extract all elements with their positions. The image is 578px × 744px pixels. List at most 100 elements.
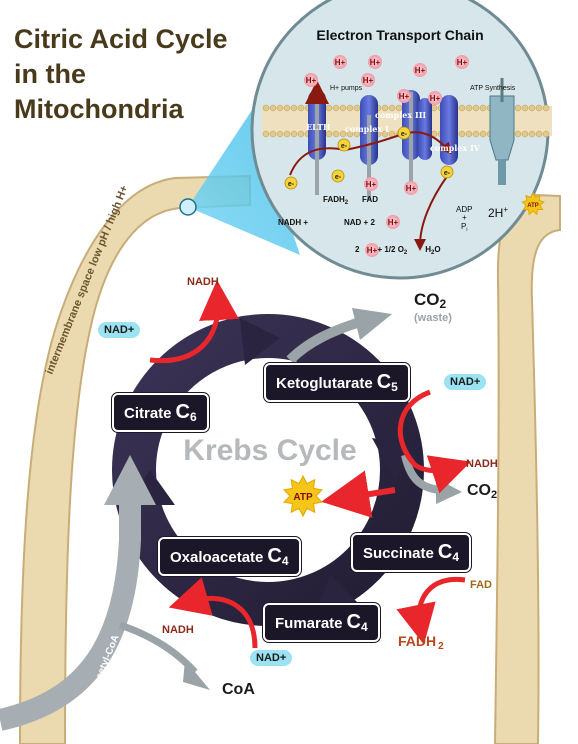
lipid-head [333,105,339,111]
svg-text:H+: H+ [306,76,317,85]
complex4-label: complex IV [430,143,481,153]
svg-text:e-: e- [444,170,451,177]
lipid-head [284,105,290,111]
fad-label: FAD [470,579,492,591]
svg-text:H+: H+ [335,58,346,67]
adp-plus: + [462,213,467,222]
lipid-head [340,105,346,111]
h-plus-ion: H+ [386,215,400,229]
title-line2: in the [14,61,86,88]
lipid-head [284,131,290,137]
lipid-head [326,105,332,111]
svg-text:H+: H+ [367,246,378,255]
lipid-head [459,105,465,111]
co2-right-label: CO2 [467,482,497,501]
lipid-head [515,105,521,111]
lipid-head [529,105,535,111]
lipid-head [543,131,549,137]
succinate-carbon: C4 [438,541,459,563]
nadh-eq-right: NAD + 2 [344,218,375,227]
zoom-point [180,199,196,215]
ketoglutarate-name: Ketoglutarate [276,375,373,392]
citrate-carbon: C6 [176,401,197,423]
lipid-head [347,105,353,111]
ketoglutarate-box: KetoglutarateC5 [264,363,410,402]
atp-synthase-stalk [498,160,506,185]
lipid-head [291,105,297,111]
lipid-head [529,131,535,137]
svg-text:e-: e- [401,131,408,138]
etfh-label: ELTH [306,122,331,132]
nadh-right-label: NADH [466,458,498,470]
coa-label: CoA [222,681,255,699]
ketoglutarate-carbon: C5 [377,371,398,393]
lipid-head [459,131,465,137]
h-plus-ion: H+ [364,177,378,191]
h-plus-ion: H+ [361,73,375,87]
h-pumps-label: H+ pumps [330,85,363,92]
svg-text:e-: e- [341,143,348,150]
lipid-head [473,131,479,137]
fumarate-name: Fumarate [275,615,343,632]
svg-text:e-: e- [288,181,295,188]
h-plus-ion: H+ [455,55,469,69]
lipid-head [543,105,549,111]
electron: e- [398,127,410,139]
nad-right-pill: NAD+ [444,374,486,390]
lipid-head [536,131,542,137]
lipid-head [270,105,276,111]
fumarate-box: FumarateC4 [263,603,380,642]
atp-label: ATP [293,492,313,503]
etc-atp-label: ATP [527,203,539,209]
svg-text:H+: H+ [370,58,381,67]
lipid-head [277,131,283,137]
nad-bottom-pill: NAD+ [250,650,292,666]
electron: e- [285,177,297,189]
oxaloacetate-name: Oxaloacetate [170,549,263,566]
lipid-head [298,105,304,111]
co2-right-arrowhead [436,478,462,504]
svg-text:e-: e- [335,174,342,181]
fad-red-arrow [419,579,465,625]
lipid-head [354,105,360,111]
lipid-head [480,131,486,137]
h-plus-ion: H+ [428,91,442,105]
svg-text:H+: H+ [366,180,377,189]
lipid-head [333,131,339,137]
svg-text:H+: H+ [399,92,410,101]
krebs-cycle-label: Krebs Cycle [183,434,356,467]
title-line3: Mitochondria [14,96,184,123]
co2-top-label: CO2 [414,290,446,311]
nadh-eq-left: NADH + [278,218,308,227]
electron: e- [332,170,344,182]
fumarate-carbon: C4 [347,611,368,633]
title-line1: Citric Acid Cycle [14,26,228,53]
citrate-name: Citrate [124,405,172,422]
lipid-head [270,131,276,137]
lipid-head [298,131,304,137]
lipid-head [522,105,528,111]
fadh2-label: FADH2 [398,633,444,652]
lipid-head [263,131,269,137]
etc-title: Electron Transport Chain [316,27,483,43]
complex3-label: complex III [375,110,426,120]
svg-text:H+: H+ [406,184,417,193]
oxaloacetate-carbon: C4 [267,545,288,567]
lipid-head [515,131,521,137]
lipid-head [277,105,283,111]
h-plus-ion: H+ [333,55,347,69]
svg-text:H+: H+ [415,66,426,75]
lipid-head [473,105,479,111]
h-plus-ion: H+ [413,63,427,77]
complex4-protein [440,95,458,165]
lipid-head [480,105,486,111]
waste-label: (waste) [414,312,452,324]
electron: e- [441,166,453,178]
atp-synthase [490,96,514,160]
h-plus-ion: H+ [368,55,382,69]
h-plus-ion: H+ [404,181,418,195]
svg-text:H+: H+ [388,218,399,227]
